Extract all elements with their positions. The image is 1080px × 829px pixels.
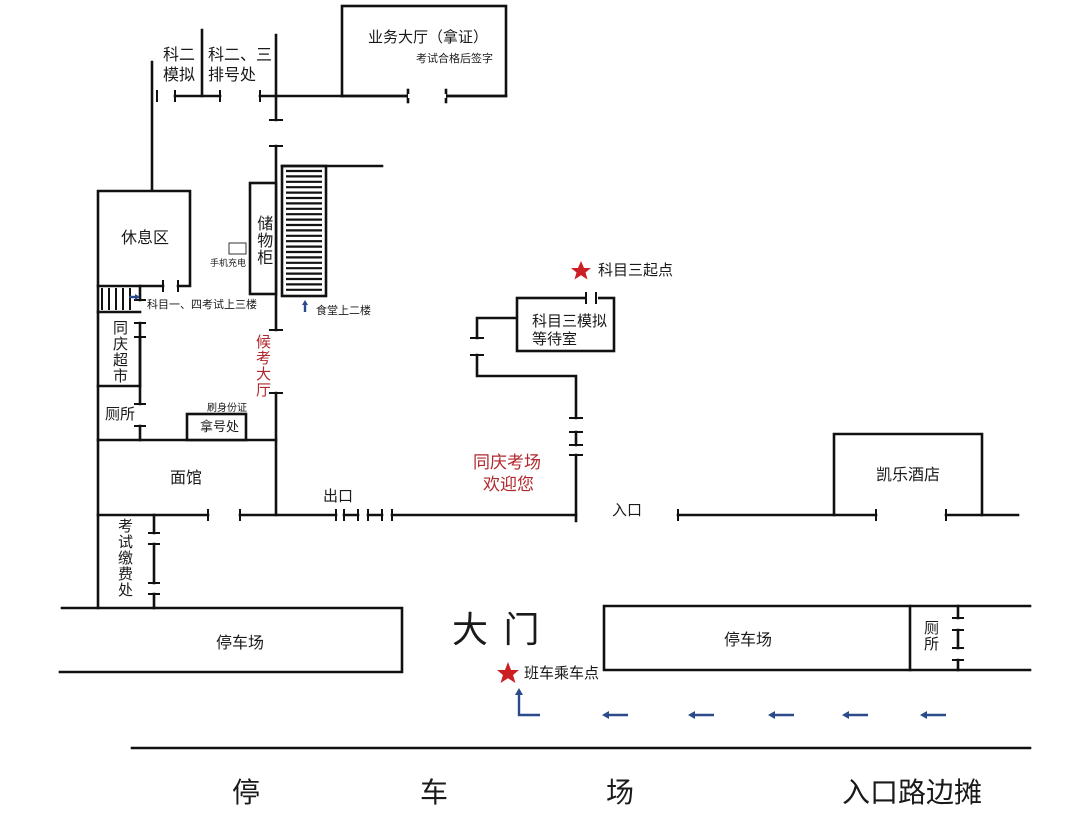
- parking-lots: [58, 604, 1032, 750]
- business-hall-label: 业务大厅（拿证）: [368, 28, 489, 46]
- id-swipe-label: 刷身份证: [207, 403, 247, 414]
- subject3-waiting-label-2: 等待室: [532, 330, 578, 348]
- central-walls: [228, 144, 384, 517]
- bottom-label-2: 场: [606, 776, 635, 809]
- stairs-up3-label: 科目一、四考试上三楼: [147, 298, 257, 311]
- subject3-start-label: 科目三起点: [598, 261, 674, 279]
- subject2-sim-label-1: 科二: [163, 45, 196, 64]
- top-corridor-walls: [150, 28, 344, 192]
- main-gate-label: 大 门: [452, 610, 542, 651]
- star-shuttle-stop-icon: [497, 662, 519, 683]
- subject23-queue-label-1: 科二、三: [208, 45, 273, 64]
- bottom-label-0: 停: [232, 776, 261, 809]
- bottom-label-3: 入口路边摊: [842, 776, 983, 809]
- arrow-left-head: [688, 711, 695, 719]
- shuttle-stop-label: 班车乘车点: [524, 664, 600, 682]
- arrow-left-head: [602, 711, 609, 719]
- business-hall-note: 考试合格后签字: [416, 52, 493, 65]
- phone-charging-box: [228, 242, 247, 255]
- rest-area-label: 休息区: [121, 228, 170, 247]
- parking-right-label: 停车场: [724, 630, 773, 649]
- welcome-line-2: 欢迎您: [483, 475, 534, 495]
- payment-label: 考试缴费处: [116, 518, 134, 598]
- route-arrows: [129, 294, 946, 719]
- subject2-sim-label-2: 模拟: [163, 65, 196, 84]
- entrance-label: 入口: [612, 501, 643, 519]
- star-subject3-start-icon: [571, 261, 591, 280]
- arrow-left-head: [920, 711, 927, 719]
- arrow-left-head: [842, 711, 849, 719]
- subject3-waiting-label-1: 科目三模拟: [532, 312, 608, 330]
- hotel-label: 凯乐酒店: [876, 465, 941, 484]
- ticket-desk-label: 拿号处: [200, 420, 240, 435]
- welcome-line-1: 同庆考场: [473, 453, 541, 473]
- parking-left-label: 停车场: [216, 633, 265, 652]
- rest-area-walls: [96, 189, 192, 610]
- noodle-shop-label: 面馆: [170, 468, 203, 487]
- canteen-stairs-steps: [286, 169, 322, 291]
- bottom-label-1: 车: [420, 776, 449, 809]
- supermarket-label: 同庆超市: [111, 320, 129, 384]
- phone-charging-label: 手机充电: [210, 259, 247, 269]
- toilet-left-label: 厕所: [105, 405, 136, 423]
- lockers-label: 储物柜: [254, 215, 274, 266]
- left-column-walls: [96, 335, 338, 610]
- waiting-hall-label: 候考大厅: [254, 334, 272, 398]
- arrow-left-head: [768, 711, 775, 719]
- canteen-stairs-label: 食堂上二楼: [316, 304, 371, 317]
- arrow-turn-up-icon: [517, 692, 540, 717]
- subject23-queue-label-2: 排号处: [208, 65, 257, 84]
- business-hall-walls: [340, 4, 508, 104]
- toilet-right-label: 厕所: [922, 620, 940, 652]
- exit-label: 出口: [323, 487, 354, 505]
- front-wall: [335, 292, 1020, 523]
